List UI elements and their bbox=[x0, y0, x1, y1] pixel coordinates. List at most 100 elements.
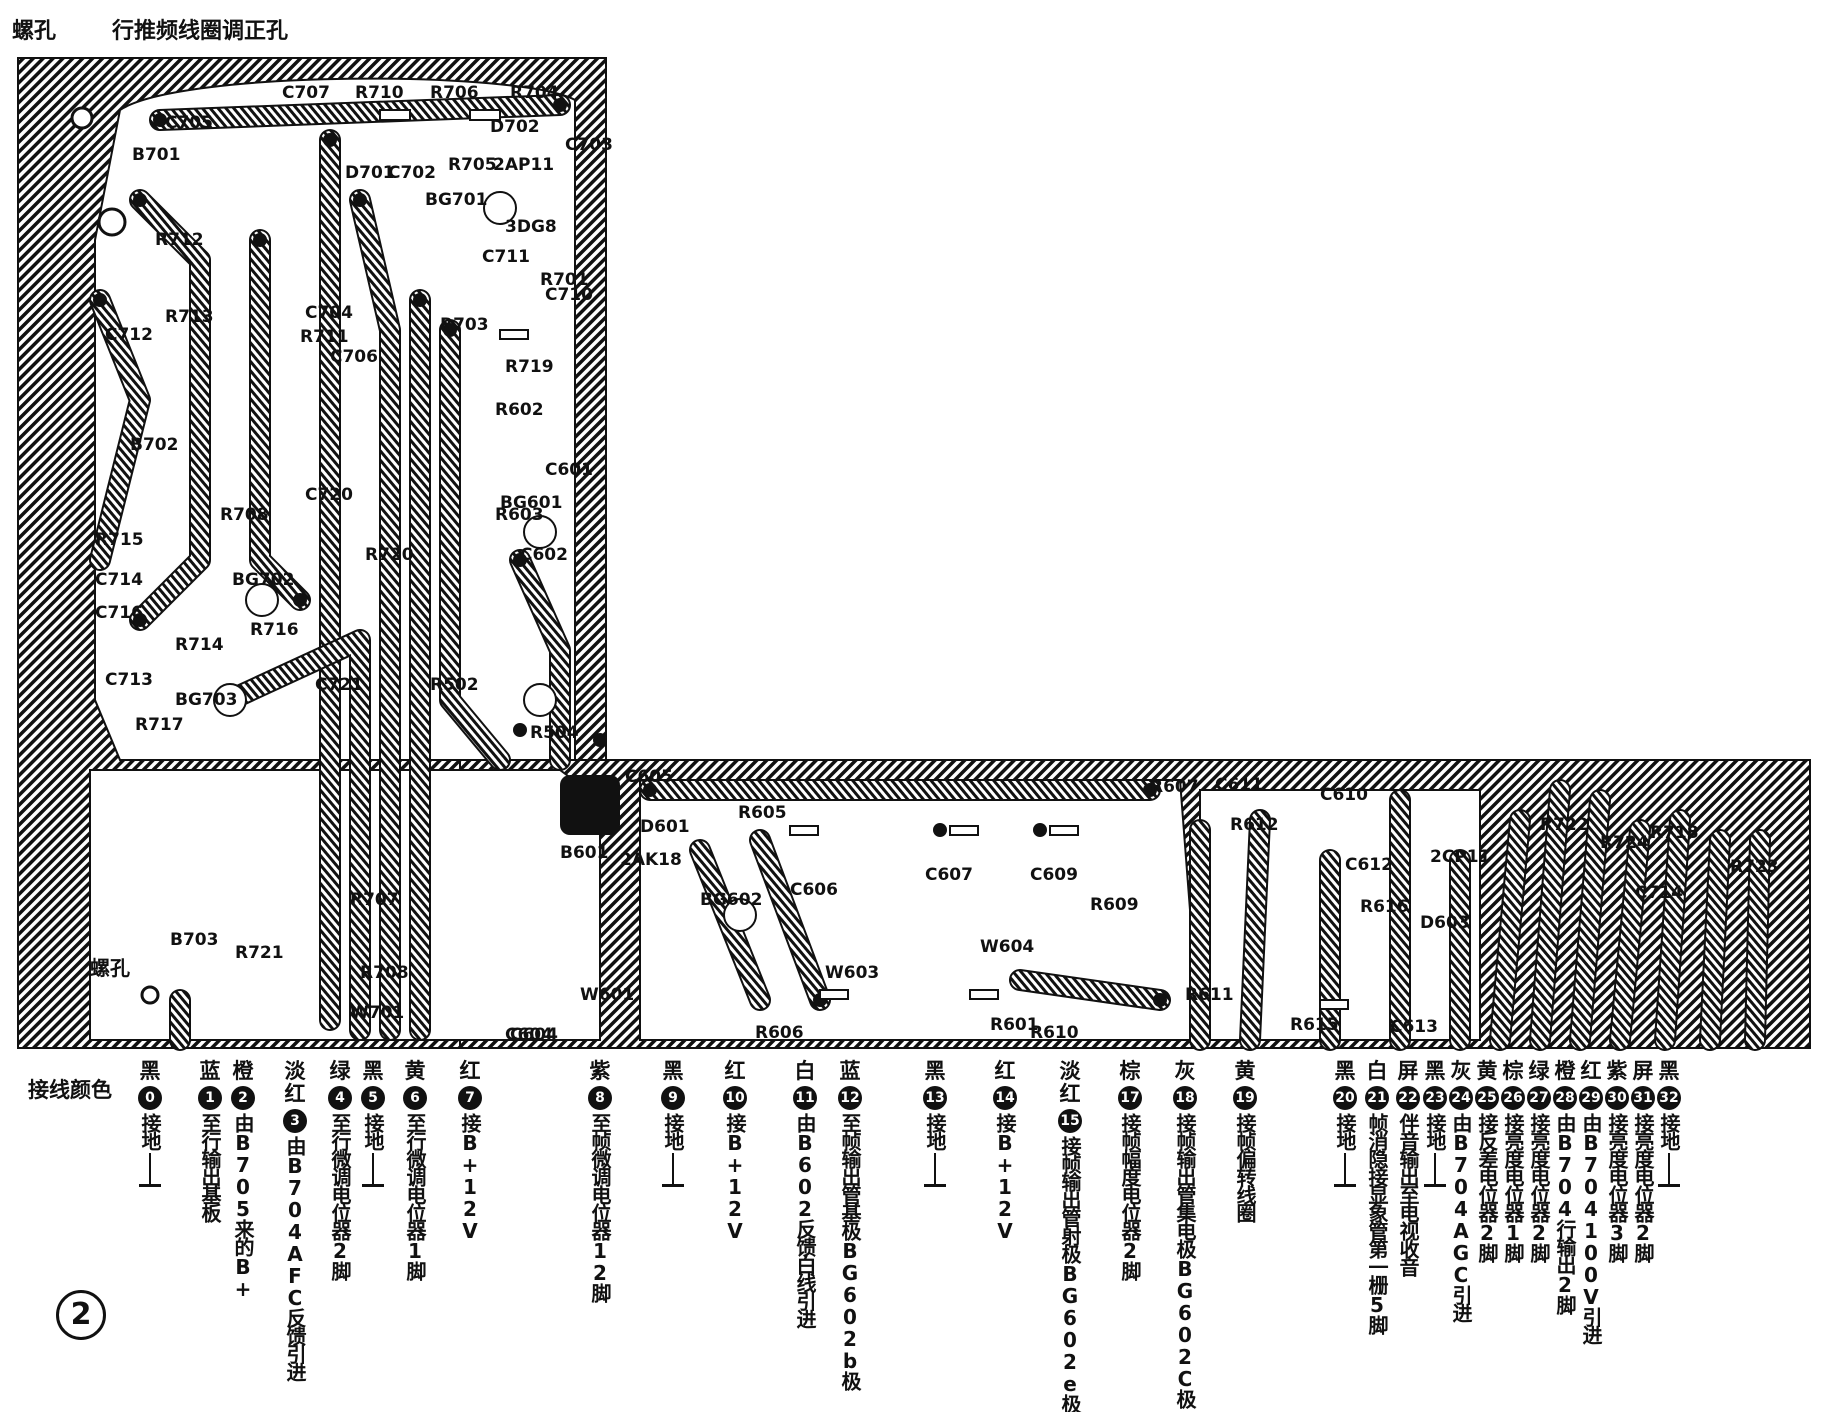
component-label: R706 bbox=[430, 83, 479, 103]
component-label: R603 bbox=[495, 505, 544, 525]
wire-number-badge: 9 bbox=[661, 1086, 685, 1110]
wire-description: 接B+12V bbox=[993, 1113, 1017, 1241]
screw-hole-bottom-label: 螺孔 bbox=[90, 956, 130, 980]
wire-number-badge: 31 bbox=[1631, 1086, 1655, 1110]
wire-description: 接亮度电位器1脚 bbox=[1501, 1113, 1525, 1261]
wire-color-name: 黑 bbox=[662, 1059, 684, 1083]
wire-color-name: 紫 bbox=[1606, 1059, 1628, 1083]
wire-column: 白 21 帧消隐接显象管第一栅5脚 bbox=[1362, 1060, 1392, 1333]
wire-number-badge: 10 bbox=[723, 1086, 747, 1110]
wire-color-name: 屏 bbox=[1632, 1059, 1654, 1083]
component-label: C712 bbox=[105, 325, 153, 345]
wire-description: 接地 bbox=[1333, 1113, 1357, 1149]
wire-description: 接地 bbox=[138, 1113, 162, 1149]
component-label: BG703 bbox=[175, 690, 237, 710]
wire-number-badge: 29 bbox=[1579, 1086, 1603, 1110]
wire-description: 接地 bbox=[1657, 1113, 1681, 1149]
component-label: C714 bbox=[1635, 883, 1683, 903]
component-label: C602 bbox=[520, 545, 568, 565]
wire-color-name: 红 bbox=[1580, 1059, 1602, 1083]
wire-number-badge: 0 bbox=[138, 1086, 162, 1110]
wire-description: 接地 bbox=[661, 1113, 685, 1149]
component-label: 2AK18 bbox=[620, 850, 682, 870]
component-label: B703 bbox=[170, 930, 218, 950]
wire-color-name: 白 bbox=[1366, 1059, 1388, 1083]
wire-description: 接反差电位器2脚 bbox=[1475, 1113, 1499, 1261]
ground-symbol-icon bbox=[1424, 1153, 1446, 1187]
wire-number-badge: 12 bbox=[838, 1086, 862, 1110]
wire-description: 接B+12V bbox=[458, 1113, 482, 1241]
component-label: R612 bbox=[1230, 815, 1279, 835]
component-label: R711 bbox=[300, 327, 349, 347]
wire-number-badge: 7 bbox=[458, 1086, 482, 1110]
component-label: C604 bbox=[510, 1025, 558, 1045]
component-label: R717 bbox=[135, 715, 184, 735]
wire-description: 至行微调电位器2脚 bbox=[328, 1113, 352, 1279]
component-label: R716 bbox=[250, 620, 299, 640]
ground-symbol-icon bbox=[139, 1153, 161, 1187]
wire-number-badge: 21 bbox=[1365, 1086, 1389, 1110]
component-label: C612 bbox=[1345, 855, 1393, 875]
wire-color-name: 红 bbox=[994, 1059, 1016, 1083]
wire-number-badge: 8 bbox=[588, 1086, 612, 1110]
screw-hole-top-label: 螺孔 bbox=[12, 19, 56, 44]
component-label: C606 bbox=[790, 880, 838, 900]
component-label: C721 bbox=[315, 675, 363, 695]
wire-description: 至帧微调电位器12脚 bbox=[588, 1113, 612, 1301]
component-label: D702 bbox=[490, 117, 540, 137]
component-label: R605 bbox=[738, 803, 787, 823]
wire-description: 由B602反馈白线引进 bbox=[793, 1113, 817, 1327]
component-label: C707 bbox=[282, 83, 330, 103]
wire-column: 黑 9 接地 bbox=[658, 1060, 688, 1187]
component-label: R611 bbox=[1185, 985, 1234, 1005]
wire-color-name: 橙 bbox=[1554, 1059, 1576, 1083]
wire-number-badge: 26 bbox=[1501, 1086, 1525, 1110]
wire-description: 接地 bbox=[1423, 1113, 1447, 1149]
component-label: 3DG8 bbox=[505, 217, 557, 237]
component-label: R714 bbox=[175, 635, 224, 655]
component-label: C611 bbox=[1215, 775, 1263, 795]
component-label: C607 bbox=[925, 865, 973, 885]
wire-number-badge: 23 bbox=[1423, 1086, 1447, 1110]
wire-number-badge: 3 bbox=[283, 1109, 307, 1133]
wire-color-name: 紫 bbox=[589, 1059, 611, 1083]
component-label: C604 bbox=[505, 1025, 553, 1045]
wire-description: 由B704AFC反馈引进 bbox=[283, 1136, 307, 1380]
component-label: R616 bbox=[1360, 897, 1409, 917]
wire-description: 接帧幅度电位器2脚 bbox=[1118, 1113, 1142, 1279]
wire-color-name: 绿 bbox=[1528, 1059, 1550, 1083]
component-label: C601 bbox=[545, 460, 593, 480]
component-label: C609 bbox=[1030, 865, 1078, 885]
ground-symbol-icon bbox=[924, 1153, 946, 1187]
component-label: C714 bbox=[95, 570, 143, 590]
component-label: R701 bbox=[540, 270, 589, 290]
wire-color-name: 屏 bbox=[1397, 1059, 1419, 1083]
wire-description: 帧消隐接显象管第一栅5脚 bbox=[1365, 1113, 1389, 1333]
wire-color-name: 黑 bbox=[924, 1059, 946, 1083]
component-label: B601 bbox=[560, 843, 608, 863]
wire-color-name: 棕 bbox=[1502, 1059, 1524, 1083]
wire-color-name: 红 bbox=[459, 1059, 481, 1083]
screw-hole-bottom bbox=[140, 985, 160, 1005]
wire-description: 由B704100V引进 bbox=[1579, 1113, 1603, 1343]
component-label: BG702 bbox=[232, 570, 294, 590]
wire-color-name: 黑 bbox=[1334, 1059, 1356, 1083]
component-label: D601 bbox=[640, 817, 690, 837]
wire-number-badge: 27 bbox=[1527, 1086, 1551, 1110]
component-label: R720 bbox=[365, 545, 414, 565]
coil-hole-label: 行推频线圈调正孔 bbox=[111, 18, 288, 44]
